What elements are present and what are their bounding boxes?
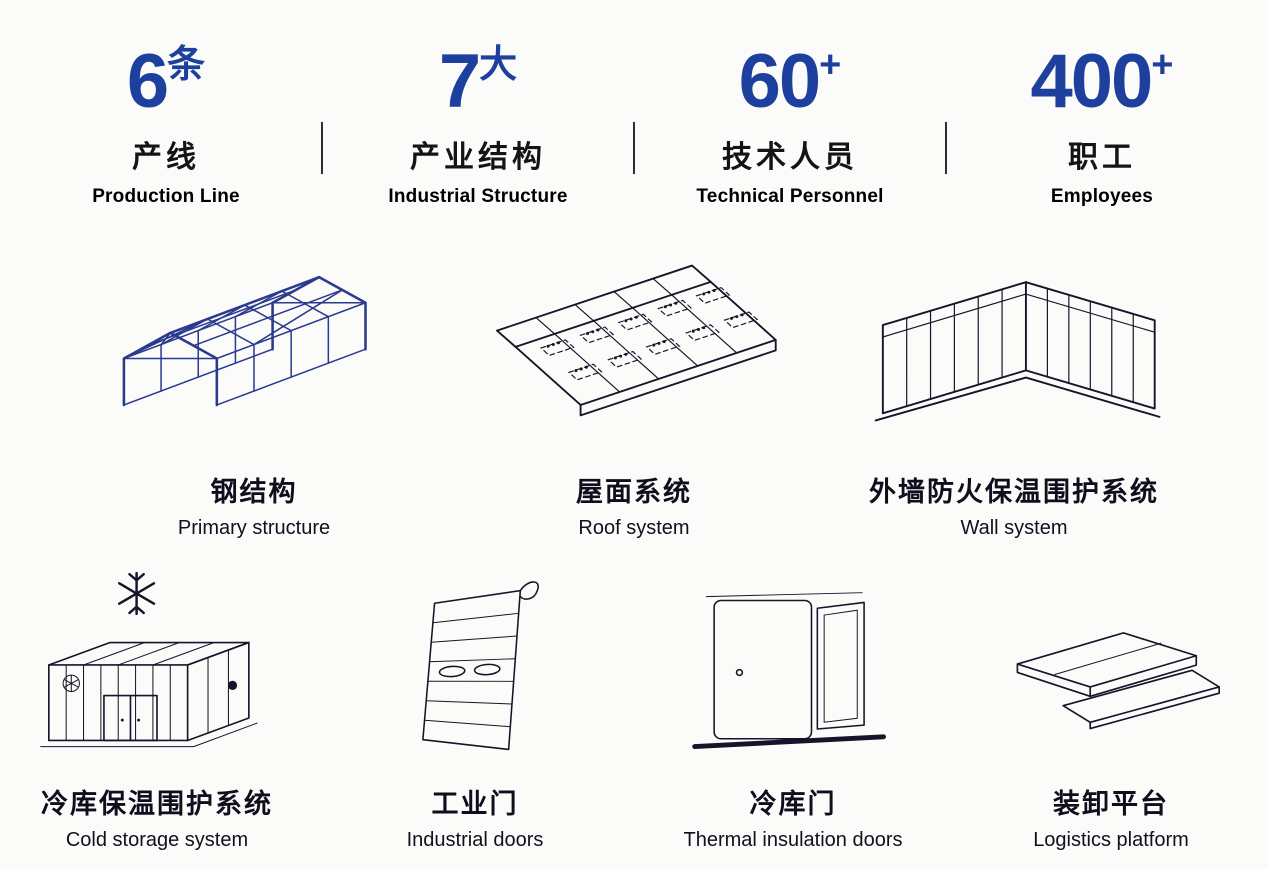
cold-storage-icon xyxy=(7,566,307,766)
product-zh-label: 装卸平台 xyxy=(1053,789,1169,819)
stat-en-label: Production Line xyxy=(92,186,240,207)
stat-zh-label: 技术人员 xyxy=(722,141,858,174)
wall-system-icon xyxy=(834,242,1194,454)
product-en-label: Roof system xyxy=(578,517,690,539)
product-card-industrial-door: 工业门 Industrial doors xyxy=(325,566,625,852)
product-zh-label: 外墙防火保温围护系统 xyxy=(869,477,1159,507)
products-row-1: 钢结构 Primary structure xyxy=(0,242,1268,540)
stat-divider xyxy=(321,122,323,174)
stat-production-lines: 6条 产线 Production Line xyxy=(51,44,281,208)
product-card-insulation-door: 冷库门 Thermal insulation doors xyxy=(643,566,943,852)
stat-divider xyxy=(633,122,635,174)
stat-number: 400+ xyxy=(1030,39,1174,124)
product-en-label: Primary structure xyxy=(177,517,331,539)
product-card-cold-storage: 冷库保温围护系统 Cold storage system xyxy=(7,566,307,852)
stat-technical-personnel: 60+ 技术人员 Technical Personnel xyxy=(675,44,905,208)
stat-number: 60+ xyxy=(738,39,842,124)
stat-zh-label: 职工 xyxy=(1068,141,1136,174)
stat-suffix: + xyxy=(1151,44,1174,86)
stat-divider xyxy=(945,122,947,174)
stat-suffix: + xyxy=(819,44,842,86)
steel-structure-icon xyxy=(74,242,434,454)
product-en-label: Logistics platform xyxy=(1033,829,1189,851)
stats-strip: 6条 产线 Production Line 7大 产业结构 Industrial… xyxy=(0,0,1268,208)
product-card-wall-system: 外墙防火保温围护系统 Wall system xyxy=(834,242,1194,540)
stat-number: 6条 xyxy=(126,39,206,124)
product-zh-label: 钢结构 xyxy=(210,477,298,507)
product-card-steel-structure: 钢结构 Primary structure xyxy=(74,242,434,540)
product-en-label: Thermal insulation doors xyxy=(683,829,903,851)
stat-en-label: Industrial Structure xyxy=(388,186,568,207)
stat-en-label: Technical Personnel xyxy=(696,186,884,207)
stat-en-label: Employees xyxy=(1050,186,1154,207)
product-zh-label: 冷库门 xyxy=(749,789,837,819)
product-zh-label: 工业门 xyxy=(431,789,519,819)
insulation-door-icon xyxy=(643,566,943,766)
dock-leveler-icon xyxy=(961,566,1261,766)
product-card-roof-system: 屋面系统 Roof system xyxy=(454,242,814,540)
product-en-label: Industrial doors xyxy=(406,829,544,851)
stat-zh-label: 产业结构 xyxy=(410,141,546,174)
stat-employees: 400+ 职工 Employees xyxy=(987,44,1217,208)
product-card-dock-leveler: 装卸平台 Logistics platform xyxy=(961,566,1261,852)
stat-number: 7大 xyxy=(438,39,518,124)
stat-suffix: 条 xyxy=(167,44,206,86)
product-zh-label: 冷库保温围护系统 xyxy=(41,789,273,819)
industrial-door-icon xyxy=(325,566,625,766)
roof-system-icon xyxy=(454,242,814,454)
product-zh-label: 屋面系统 xyxy=(576,477,692,507)
product-en-label: Wall system xyxy=(960,517,1068,539)
stat-industrial-structure: 7大 产业结构 Industrial Structure xyxy=(363,44,593,208)
stat-zh-label: 产线 xyxy=(132,141,200,174)
product-en-label: Cold storage system xyxy=(65,829,249,851)
products-row-2: 冷库保温围护系统 Cold storage system xyxy=(0,566,1268,852)
stat-suffix: 大 xyxy=(479,44,518,86)
